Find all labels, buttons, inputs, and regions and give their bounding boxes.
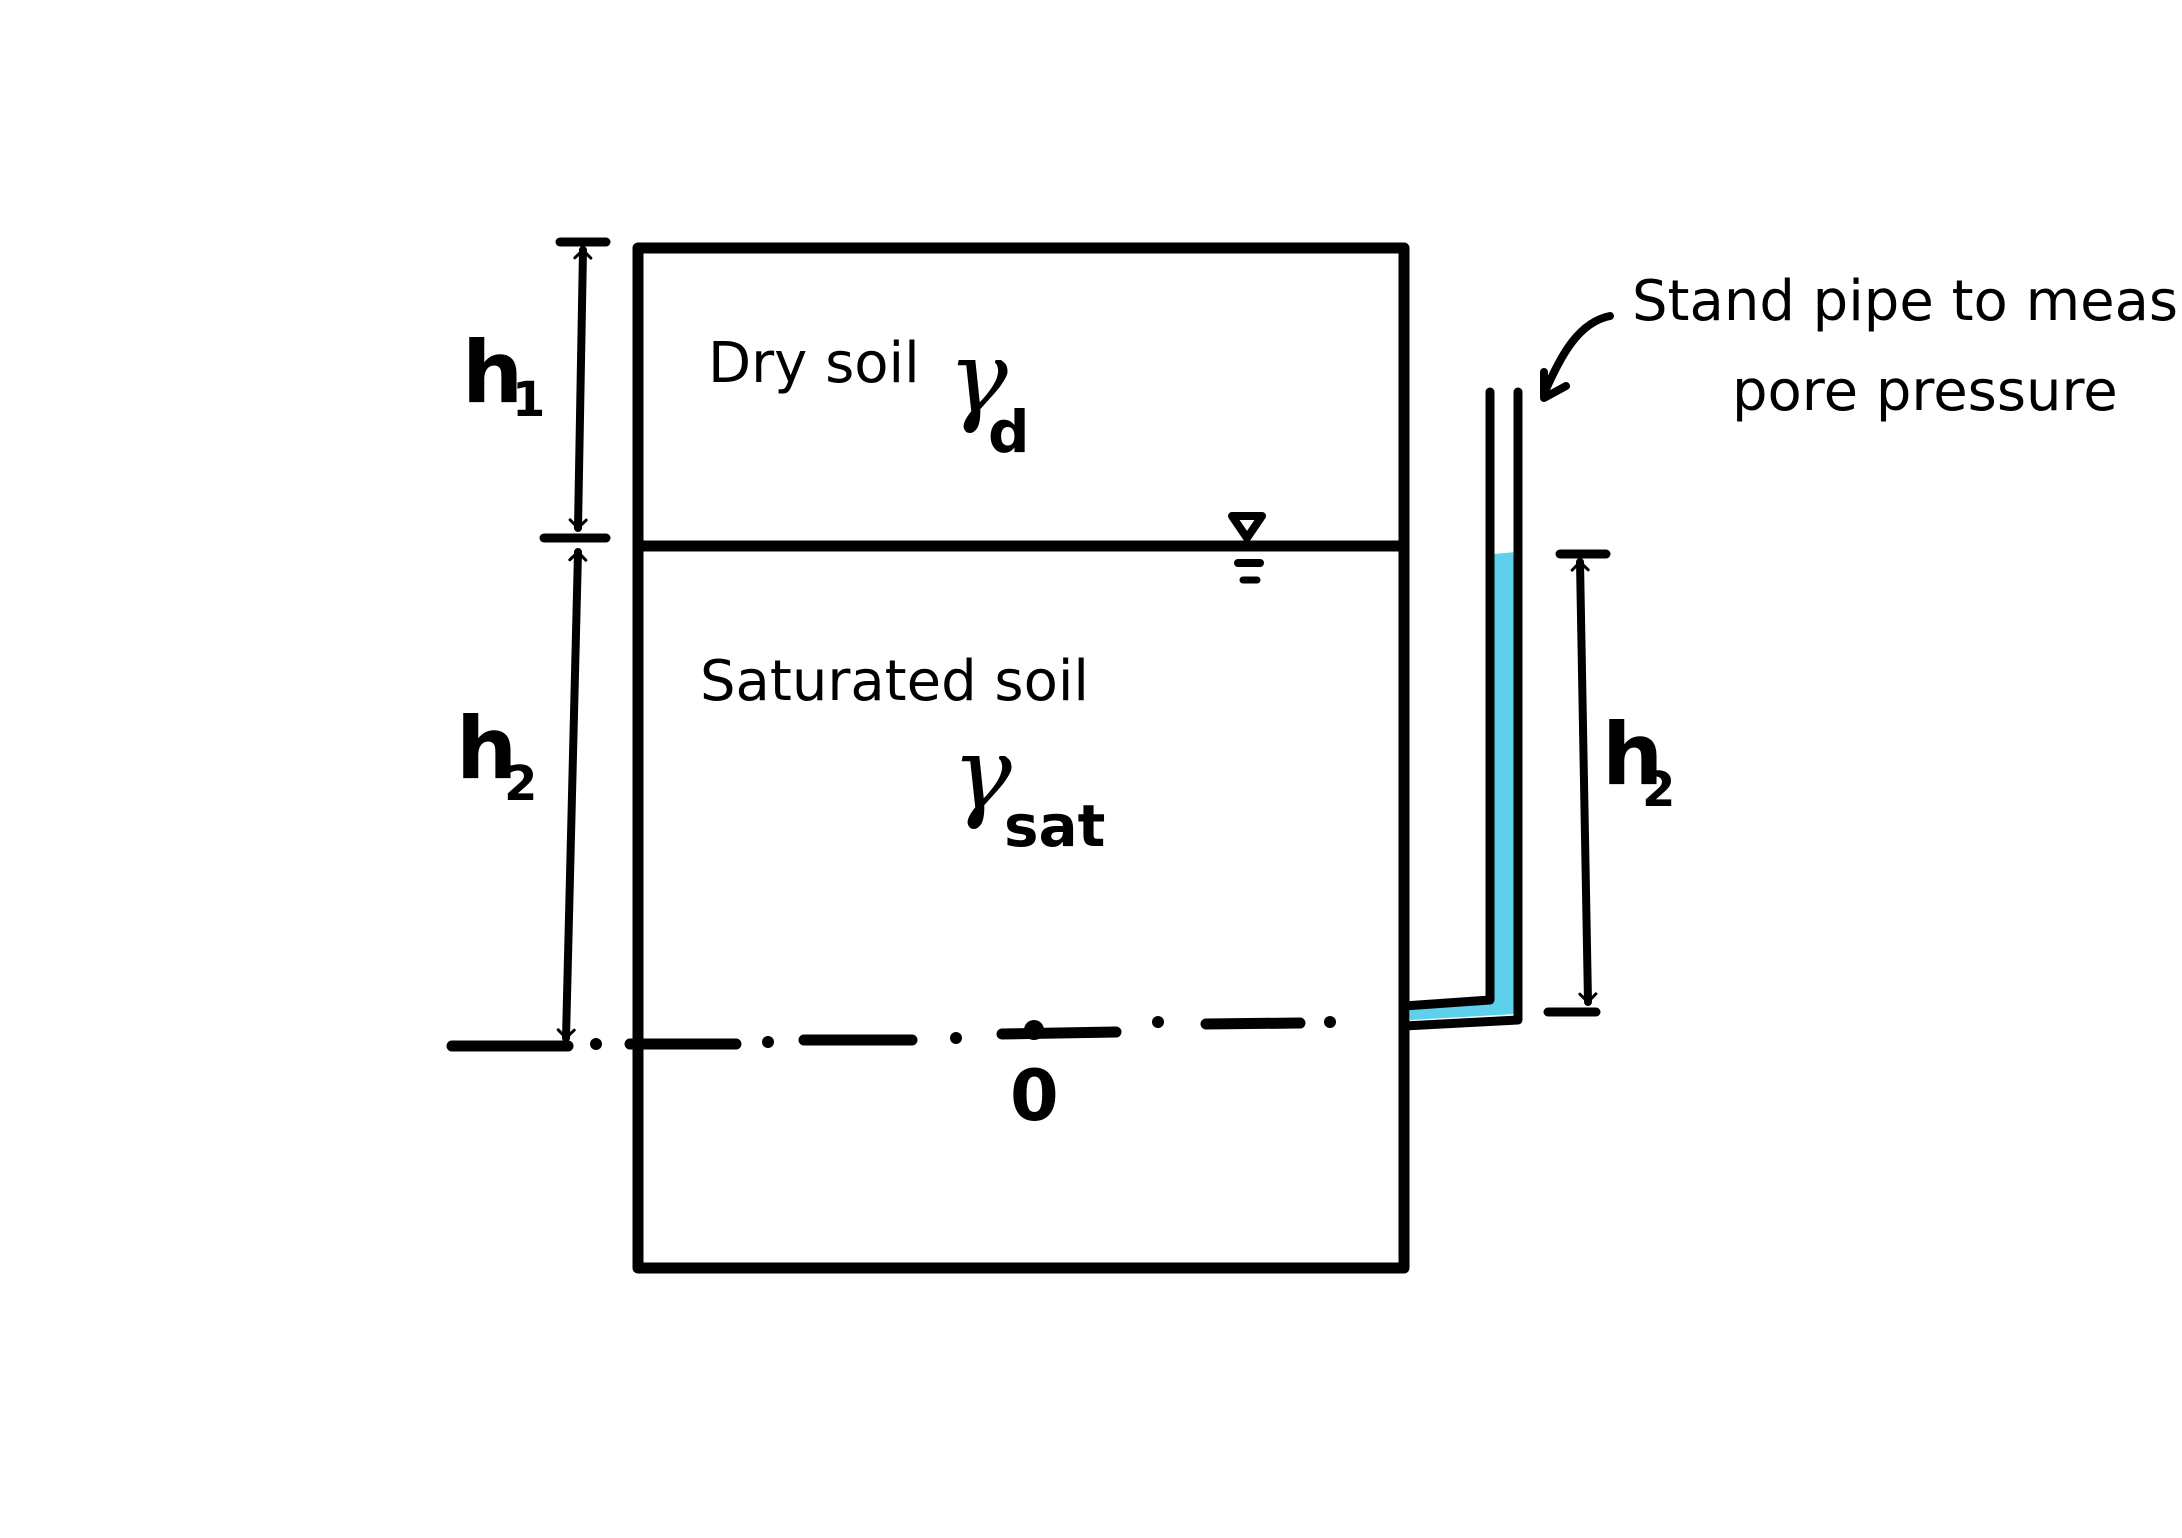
- dimension-h2-standpipe: [1543, 549, 1611, 1017]
- standpipe-water: [1410, 552, 1516, 1020]
- datum-point: [1024, 1020, 1044, 1040]
- dry-soil-label: Dry soil: [708, 331, 920, 396]
- dimension-h1: [539, 237, 611, 543]
- callout-line-1: Stand pipe to measure: [1632, 269, 2182, 334]
- saturated-soil-unit-weight-symbol: γ: [952, 715, 1012, 832]
- water-table-symbol: [1228, 512, 1266, 584]
- callout-arrow: [1540, 312, 1614, 398]
- standpipe: [1399, 387, 1523, 1031]
- dimension-h1-letter: h: [462, 323, 523, 423]
- soil-container: [632, 242, 1410, 1274]
- dimension-h2-standpipe-subscript: 2: [1642, 762, 1675, 818]
- dimension-h1-subscript: 1: [512, 372, 545, 428]
- datum-line: [446, 1016, 1336, 1052]
- saturated-soil-unit-weight-subscript: sat: [1004, 792, 1105, 860]
- dimension-h2-standpipe-letter: h: [1602, 705, 1663, 805]
- dimension-h2-left: [556, 548, 588, 1042]
- dimension-h2-left-letter: h: [456, 699, 517, 799]
- callout-arrowhead: [1540, 368, 1570, 402]
- saturated-soil-label: Saturated soil: [700, 649, 1089, 714]
- dry-soil-unit-weight-subscript: d: [988, 398, 1030, 466]
- callout-line-2: pore pressure: [1732, 359, 2118, 424]
- datum-point-label: 0: [1010, 1055, 1059, 1137]
- dimension-h2-left-subscript: 2: [504, 756, 537, 812]
- dry-soil-unit-weight-symbol: γ: [948, 319, 1008, 436]
